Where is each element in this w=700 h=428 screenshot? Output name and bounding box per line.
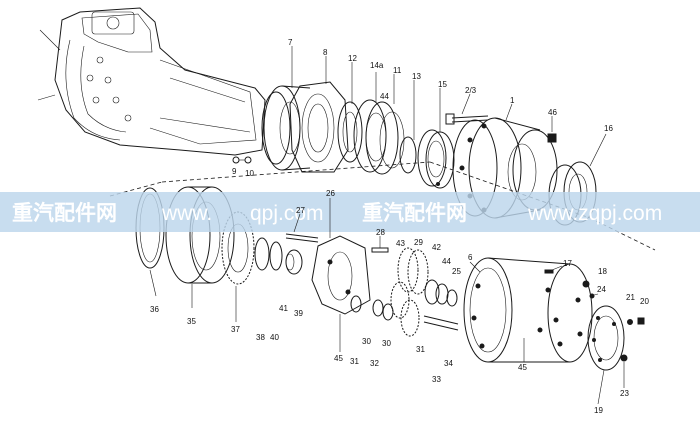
pin-part-28 (371, 247, 389, 253)
callout-33: 33 (432, 375, 441, 384)
planet-housing-part-6-45 (463, 257, 593, 363)
washers-part-30-32 (350, 295, 394, 321)
callout-44: 44 (380, 92, 389, 101)
callout-43: 43 (396, 239, 405, 248)
callout-1: 1 (510, 96, 515, 105)
callout-21: 21 (626, 293, 635, 302)
callout-24: 24 (597, 285, 606, 294)
nut-part-46 (547, 133, 557, 143)
callout-45b: 45 (518, 363, 527, 372)
watermark-text-mid-b: qpj.com (250, 202, 324, 225)
callout-27: 27 (296, 206, 305, 215)
callout-42: 42 (432, 243, 441, 252)
shaft-part-33-34 (423, 315, 459, 331)
callout-9: 9 (232, 167, 237, 176)
o-ring-part-13 (399, 136, 417, 174)
planet-gears-part-29-43 (390, 247, 429, 337)
bolts-part-9-10 (232, 156, 252, 164)
callout-28: 28 (376, 228, 385, 237)
watermark-band (0, 192, 700, 232)
callout-25: 25 (452, 267, 461, 276)
pin-part-27 (285, 233, 319, 243)
callout-36: 36 (150, 305, 159, 314)
callout-41: 41 (279, 304, 288, 313)
rings-part-42-44-25 (424, 279, 458, 307)
planet-carrier-part-26 (311, 235, 371, 315)
bearing-part-12 (337, 101, 363, 163)
callout-23: 23 (620, 389, 629, 398)
bearing-part-15 (417, 129, 455, 189)
callout-11: 11 (393, 66, 402, 75)
callout-10: 10 (245, 169, 254, 178)
watermark-text-right-b: www.zqpj.com (527, 202, 662, 225)
brake-drum-part-7 (261, 85, 311, 171)
callout-29: 29 (414, 238, 423, 247)
axle-housing (37, 7, 266, 156)
callout-46: 46 (548, 108, 557, 117)
callout-37: 37 (231, 325, 240, 334)
callout-2-3: 2/3 (465, 86, 477, 95)
callout-39: 39 (294, 309, 303, 318)
callout-34: 34 (444, 359, 453, 368)
small-rings-part-38-41 (254, 237, 303, 275)
watermark: 重汽配件网 www. qpj.com 重汽配件网 www.zqpj.com (0, 192, 700, 232)
callout-labels: 7 8 12 14a 11 13 15 2/3 1 46 16 44 9 10 … (150, 38, 649, 415)
callout-12: 12 (348, 54, 357, 63)
callout-40: 40 (270, 333, 279, 342)
callout-31b: 31 (416, 345, 425, 354)
cover-part-19 (587, 305, 625, 371)
callout-38: 38 (256, 333, 265, 342)
callout-30b: 30 (382, 339, 391, 348)
callout-45: 45 (334, 354, 343, 363)
callout-16: 16 (604, 124, 613, 133)
callout-35: 35 (187, 317, 196, 326)
callout-44b: 44 (442, 257, 451, 266)
watermark-text-mid-a: www. (161, 202, 212, 225)
cover-plate-part-8 (289, 81, 349, 173)
watermark-text-left: 重汽配件网 (12, 201, 117, 225)
callout-32: 32 (370, 359, 379, 368)
watermark-text-right-a: 重汽配件网 (362, 201, 467, 225)
callout-7: 7 (288, 38, 293, 47)
callout-18: 18 (598, 267, 607, 276)
callout-26: 26 (326, 189, 335, 198)
callout-14a: 14a (370, 61, 384, 70)
callout-13: 13 (412, 72, 421, 81)
small-parts-17-24 (544, 269, 645, 362)
callout-30: 30 (362, 337, 371, 346)
wheel-bolt-part-2-3 (445, 113, 489, 125)
callout-19: 19 (594, 406, 603, 415)
callout-8: 8 (323, 48, 328, 57)
callout-15: 15 (438, 80, 447, 89)
leader-lines (149, 46, 625, 405)
callout-6: 6 (468, 253, 473, 262)
callout-20: 20 (640, 297, 649, 306)
callout-31: 31 (350, 357, 359, 366)
callout-17: 17 (563, 259, 572, 268)
